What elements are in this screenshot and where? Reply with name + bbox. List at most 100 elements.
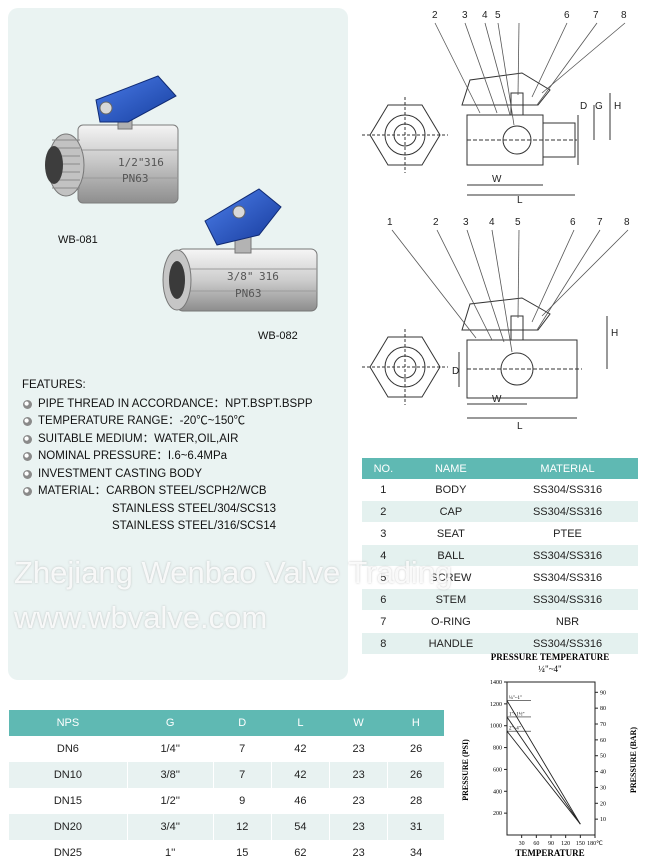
pressure-temperature-chart: PRESSURE TEMPERATURE ¼"~4" TEMPERATURE P… xyxy=(461,652,638,858)
drawing-label: 5 xyxy=(515,217,521,228)
bullet-icon xyxy=(23,434,32,444)
dim-label: H xyxy=(614,101,621,112)
drawing-label: 8 xyxy=(624,217,630,228)
dim-label: W xyxy=(492,394,502,405)
technical-drawing-top: 2 3 4 5 6 7 8 G D H W L xyxy=(362,10,627,205)
watermark-company: Zhejiang Wenbao Valve Trading xyxy=(14,555,453,590)
feature-item: NOMINAL PRESSURE：I.6~6.4MPa xyxy=(22,448,352,466)
chart-xlabel: TEMPERATURE xyxy=(515,848,584,858)
y2-tick-label: 90 xyxy=(600,690,606,696)
dim-label: D xyxy=(580,101,587,112)
caption-wb-082: WB-082 xyxy=(258,330,298,342)
material-continuation: STAINLESS STEEL/316/SCS14 xyxy=(112,520,277,532)
caption-wb-081: WB-081 xyxy=(58,234,98,246)
photo1-size-mark: 1/2" xyxy=(118,156,145,169)
y2-tick-label: 30 xyxy=(600,785,606,791)
y-tick-label: 1400 xyxy=(490,680,502,686)
parts-header-name: NAME xyxy=(404,458,498,479)
y2-tick-label: 10 xyxy=(600,817,606,823)
chart-y2label: PRESSURE (BAR) xyxy=(629,727,638,793)
series-line xyxy=(506,716,581,825)
photo2-size-mark: 3/8" xyxy=(227,270,254,283)
series-label: 2"~4" xyxy=(509,727,521,732)
technical-drawing-bottom: 1 2 3 4 5 6 7 8 H D W L xyxy=(362,217,630,432)
watermark-url: www.wbvalve.com xyxy=(14,600,268,635)
photo1-pressure-mark: PN63 xyxy=(122,172,149,185)
chart-ylabel: PRESSURE (PSI) xyxy=(461,739,470,801)
features-list: FEATURES: PIPE THREAD IN ACCORDANCE：NPT.… xyxy=(22,377,352,536)
drawing-label: 7 xyxy=(593,10,599,21)
drawing-label: 7 xyxy=(597,217,603,228)
drawing-label: 4 xyxy=(482,10,488,21)
chart-title: PRESSURE TEMPERATURE xyxy=(491,652,609,662)
dim-label: L xyxy=(517,421,523,432)
feature-item: INVESTMENT CASTING BODY xyxy=(22,466,352,484)
bullet-icon xyxy=(23,469,32,479)
bullet-icon xyxy=(23,417,32,426)
x-tick-label: 30 xyxy=(519,841,525,847)
material-continuation: STAINLESS STEEL/304/SCS13 xyxy=(112,502,277,515)
dim-label: L xyxy=(517,195,523,205)
y-tick-label: 1000 xyxy=(490,724,502,730)
y-tick-label: 800 xyxy=(493,746,502,752)
y-tick-label: 600 xyxy=(493,767,502,773)
x-tick-label: 180℃ xyxy=(587,841,603,847)
y-tick-label: 200 xyxy=(493,811,502,817)
bullet-icon xyxy=(23,452,32,461)
bullet-icon xyxy=(23,399,32,409)
parts-header-material: MATERIAL xyxy=(497,458,638,479)
series-line xyxy=(506,730,581,825)
dim-label: G xyxy=(595,101,603,112)
y2-tick-label: 40 xyxy=(600,770,606,776)
drawing-label: 2 xyxy=(433,217,439,228)
drawing-label: 3 xyxy=(463,217,469,228)
drawing-label: 6 xyxy=(570,217,576,228)
parts-header-no: NO. xyxy=(362,458,405,479)
drawing-label: 5 xyxy=(495,10,501,21)
dims-header: H xyxy=(387,710,444,736)
photo2-material-mark: 316 xyxy=(259,270,279,283)
feature-item: TEMPERATURE RANGE：-20℃~150℃ xyxy=(22,413,352,431)
dims-header: D xyxy=(213,710,272,736)
dim-label: W xyxy=(492,174,502,185)
drawing-label: 4 xyxy=(489,217,495,228)
drawing-label: 6 xyxy=(564,10,570,21)
feature-item: MATERIAL：CARBON STEEL/SCPH2/WCB xyxy=(22,483,352,501)
valve-photo-wb-082: 3/8" 316 PN63 xyxy=(162,188,318,312)
dim-label: H xyxy=(611,328,618,339)
x-tick-label: 90 xyxy=(548,841,554,847)
drawing-label: 2 xyxy=(432,10,438,21)
series-label: ¼"~1" xyxy=(509,696,522,701)
feature-item: PIPE THREAD IN ACCORDANCE：NPT.BSPT.BSPP xyxy=(22,396,352,414)
y2-tick-label: 20 xyxy=(600,801,606,807)
dims-header: W xyxy=(329,710,388,736)
x-tick-label: 150 xyxy=(576,841,585,847)
series-label: 1"~1½" xyxy=(509,712,525,717)
product-panel xyxy=(8,8,348,680)
y-tick-label: 1200 xyxy=(490,702,502,708)
chart-frame xyxy=(506,681,596,836)
drawing-label: 8 xyxy=(621,10,627,21)
photo2-pressure-mark: PN63 xyxy=(235,287,262,300)
x-tick-label: 60 xyxy=(533,841,539,847)
y2-tick-label: 80 xyxy=(600,706,606,712)
y2-tick-label: 70 xyxy=(600,722,606,728)
dims-header: NPS xyxy=(8,710,128,736)
dims-header: L xyxy=(271,710,330,736)
valve-photo-wb-081: 1/2" 316 PN63 xyxy=(45,75,179,204)
drawing-label: 3 xyxy=(462,10,468,21)
